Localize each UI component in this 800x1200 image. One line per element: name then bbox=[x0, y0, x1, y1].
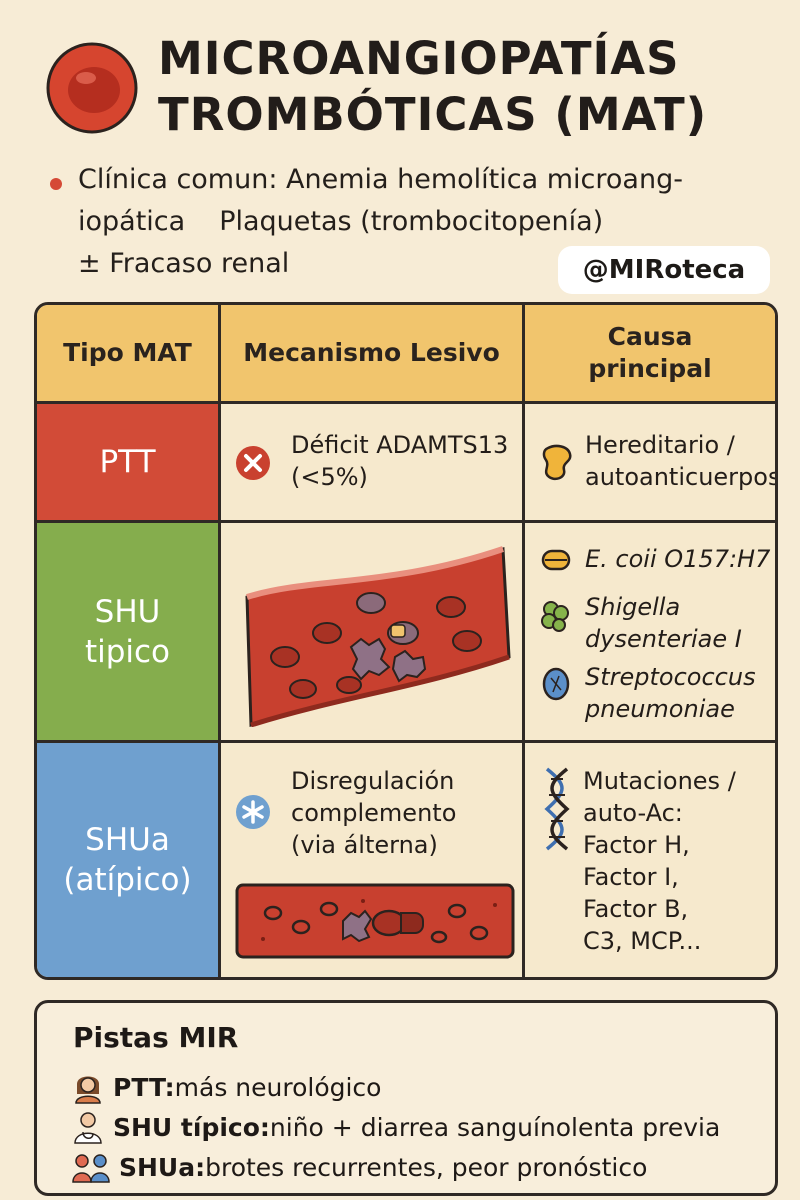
header-cause-line-2: principal bbox=[588, 354, 712, 383]
dna-icon bbox=[544, 767, 570, 851]
miroteca-handle: @MIRoteca bbox=[558, 246, 770, 294]
cause-line: Hereditario / bbox=[585, 431, 735, 459]
bacteria-rod-icon bbox=[541, 549, 571, 571]
mechanism-line: Disregulación bbox=[291, 767, 455, 795]
type-cell-shu: SHU tipico bbox=[37, 523, 218, 740]
cause-line: Streptococcus bbox=[585, 663, 756, 691]
bacteria-capsule-icon bbox=[542, 667, 570, 701]
clue-label: SHU típico: bbox=[113, 1112, 270, 1142]
table-row-shu: SHU tipico E. coii O157:H7 bbox=[37, 523, 775, 743]
mechanism-line: (<5%) bbox=[291, 463, 368, 491]
cause-line: Factor I, bbox=[583, 863, 679, 891]
red-blood-cell-icon bbox=[46, 42, 138, 134]
type-cell-ptt: PTT bbox=[37, 404, 218, 520]
clue-label: PTT: bbox=[113, 1072, 175, 1102]
bullet-dot bbox=[50, 178, 62, 190]
blood-vessel-thrombus-icon bbox=[245, 546, 511, 727]
bacteria-cluster-icon bbox=[541, 601, 569, 632]
clues-box: Pistas MIR PTT: más neurológico SHU típi… bbox=[34, 1000, 778, 1196]
type-label: SHU bbox=[94, 593, 161, 630]
header-type: Tipo MAT bbox=[63, 338, 192, 367]
mechanism-line: complemento bbox=[291, 799, 457, 827]
cause-line: autoanticuerpos bbox=[585, 463, 778, 491]
cause-line: dysenteriae I bbox=[585, 625, 742, 653]
type-cell-shua: SHUa (atípico) bbox=[37, 743, 218, 977]
complement-asterisk-icon bbox=[236, 795, 270, 829]
header-cause-line-1: Causa bbox=[607, 322, 693, 351]
cause-line: pneumoniae bbox=[585, 695, 735, 723]
clue-label: SHUa: bbox=[119, 1152, 206, 1182]
title-line-2: TROMBÓTICAS (MAT) bbox=[158, 88, 708, 141]
doctor-child-icon bbox=[74, 1112, 102, 1144]
x-circle-icon bbox=[236, 446, 270, 480]
clue-text: más neurológico bbox=[174, 1072, 382, 1102]
table-header-row: Tipo MAT Mecanismo Lesivo Causa principa… bbox=[37, 305, 775, 404]
header-cause: Causa principal bbox=[525, 305, 775, 401]
type-label: (atípico) bbox=[63, 862, 192, 898]
intro-line-3: ± Fracaso renal bbox=[78, 248, 290, 279]
cause-line: Shigella bbox=[585, 593, 681, 621]
table-row-shua: SHUa (atípico) Disregulación complemento… bbox=[37, 743, 775, 977]
intro-line-2-b: Plaquetas (trombocitopenía) bbox=[219, 206, 604, 237]
cause-line: E. coii O157:H7 bbox=[585, 545, 771, 573]
clues-title: Pistas MIR bbox=[73, 1021, 239, 1054]
clue-text: brotes recurrentes, peor pronóstico bbox=[205, 1152, 648, 1182]
clue-item-shua: SHUa: brotes recurrentes, peor pronóstic… bbox=[71, 1147, 647, 1187]
cause-line: auto-Ac: bbox=[583, 799, 683, 827]
table-row-ptt: PTT Déficit ADAMTS13 (<5%) Hereditario /… bbox=[37, 404, 775, 523]
intro-line-2-a: iopática bbox=[78, 206, 186, 237]
clue-item-ptt: PTT: más neurológico bbox=[71, 1067, 381, 1107]
mechanism-line: Déficit ADAMTS13 bbox=[291, 431, 509, 459]
type-label: SHUa bbox=[85, 822, 170, 858]
header-mechanism: Mecanismo Lesivo bbox=[243, 338, 500, 367]
type-label: tipico bbox=[84, 633, 171, 670]
damaged-vessel-icon bbox=[235, 883, 515, 959]
cause-line: Factor H, bbox=[583, 831, 690, 859]
mechanism-line: (via álterna) bbox=[291, 831, 438, 859]
family-icon bbox=[72, 1154, 110, 1183]
intro-line-1: Clínica comun: Anemia hemolítica microan… bbox=[78, 164, 683, 195]
patient-woman-icon bbox=[75, 1076, 101, 1104]
cause-line: Factor B, bbox=[583, 895, 689, 923]
antibody-icon bbox=[542, 444, 572, 481]
cause-line: Mutaciones / bbox=[583, 767, 736, 795]
clue-text: niño + diarrea sanguínolenta previa bbox=[269, 1112, 721, 1142]
type-label: PTT bbox=[99, 444, 156, 480]
title-line-1: MICROANGIOPATÍAS bbox=[158, 32, 680, 85]
clue-item-shu: SHU típico: niño + diarrea sanguínolenta… bbox=[71, 1107, 720, 1147]
mat-table: Tipo MAT Mecanismo Lesivo Causa principa… bbox=[34, 302, 778, 980]
intro-line-2: iopática Plaquetas (trombocitopenía) bbox=[78, 206, 603, 237]
cause-line: C3, MCP... bbox=[583, 927, 702, 955]
